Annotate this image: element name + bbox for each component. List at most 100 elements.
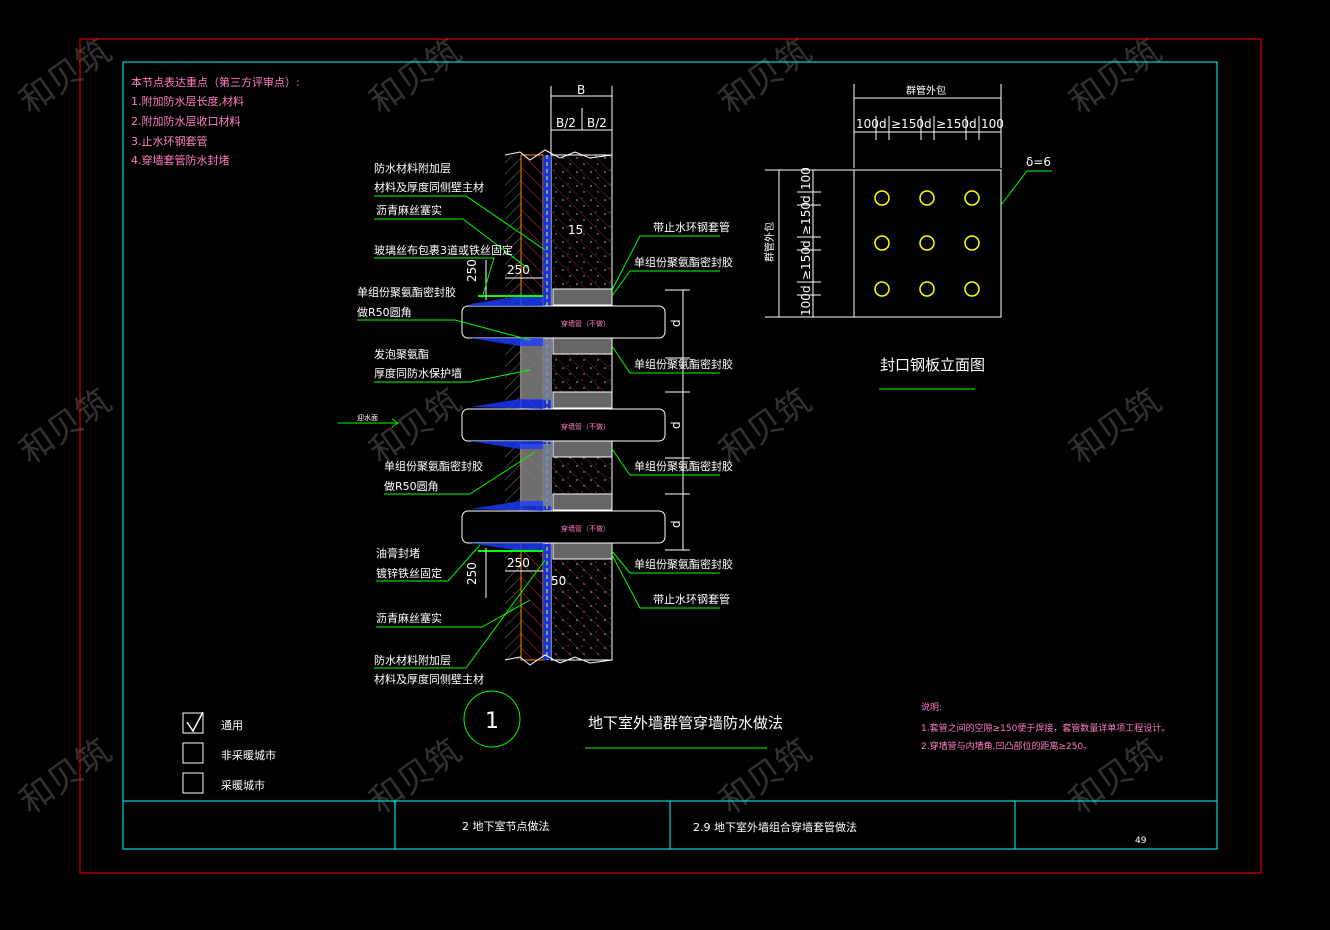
plate-dim: ≥150 — [891, 117, 924, 131]
plate-thickness: δ=6 — [1026, 155, 1051, 169]
legend-label: 通用 — [221, 719, 243, 732]
explanation-notes: 说明: 1.套管之间的空隙≥150便于焊接，套管数量详单项工程设计。 2.穿墙管… — [921, 701, 1170, 752]
plate-top-label: 群管外包 — [906, 84, 946, 97]
plate-dim: ≥150 — [936, 117, 969, 131]
callout-text: 做R50圆角 — [384, 479, 439, 493]
through-pipe — [461, 510, 666, 544]
callout-text: 做R50圆角 — [357, 305, 412, 319]
detail-title: 1 地下室外墙群管穿墙防水做法 — [463, 690, 783, 749]
plate-dim: d — [969, 117, 977, 131]
outer-frame — [79, 38, 1262, 874]
pipe-label: 穿墙管（不做） — [561, 524, 610, 533]
callout-text: 防水材料附加层 — [374, 161, 451, 175]
callout-text: 厚度同防水保护墙 — [374, 366, 462, 380]
callout-text: 发泡聚氨酯 — [374, 347, 429, 361]
callout-text: 带止水环钢套管 — [653, 592, 730, 606]
checkbox-general[interactable] — [182, 712, 204, 734]
explanation-heading: 说明: — [921, 701, 942, 713]
dim-d: d — [669, 421, 683, 429]
detail-number-circle — [463, 690, 521, 748]
detail-title-text: 地下室外墙群管穿墙防水做法 — [588, 714, 783, 732]
dim-250-vertical-top: 250 — [465, 259, 479, 282]
left-callouts: 防水材料附加层 材料及厚度同侧壁主材 沥青麻丝塞实 玻璃丝布包裹3道或铁丝固定 … — [357, 161, 546, 686]
dim-15: 15 — [568, 223, 583, 237]
callout-text: 单组份聚氨酯密封胶 — [634, 557, 733, 571]
watermark: 和贝筑 — [1062, 31, 1168, 122]
plate-title: 封口钢板立面图 — [880, 356, 985, 374]
outside-face-label: 迎水面 — [357, 413, 378, 422]
dim-b-half-left: B/2 — [556, 116, 576, 130]
pipe-label: 穿墙管（不做） — [561, 422, 610, 431]
check-icon — [186, 711, 204, 733]
note-item: 3.止水环钢套管 — [131, 134, 208, 148]
callout-text: 单组份聚氨酯密封胶 — [384, 459, 483, 473]
plate-dim: ≥150 — [799, 247, 813, 280]
pipe-holes — [874, 190, 980, 297]
checkbox-heating[interactable] — [182, 772, 204, 794]
callout-text: 镀锌铁丝固定 — [376, 566, 442, 580]
callout-text: 单组份聚氨酯密封胶 — [357, 285, 456, 299]
callout-text: 沥青麻丝塞实 — [376, 203, 442, 217]
legend-label: 采暖城市 — [221, 778, 265, 792]
title-block: 2 地下室节点做法 2.9 地下室外墙组合穿墙套管做法 49 — [123, 800, 1217, 849]
wall-section-detail: B B/2 B/2 穿墙管（不做） 穿墙管（不做） 穿墙管（不做） — [338, 83, 690, 666]
dim-250-horizontal-bottom: 250 — [507, 556, 530, 570]
plate-dim: d — [799, 285, 813, 293]
through-pipe — [461, 408, 666, 442]
watermark: 和贝筑 — [712, 731, 818, 822]
callout-text: 防水材料附加层 — [374, 653, 451, 667]
plate-dim: 100 — [981, 117, 1004, 131]
callout-text: 单组份聚氨酯密封胶 — [634, 459, 733, 473]
dim-50: 50 — [551, 574, 566, 588]
note-item: 4.穿墙套管防水封堵 — [131, 153, 230, 167]
explanation-item: 2.穿墙管与内墙角,凹凸部位的距离≥250。 — [921, 740, 1092, 752]
dim-d: d — [669, 520, 683, 528]
plate-side-label: 群管外包 — [763, 222, 776, 262]
dim-d: d — [669, 319, 683, 327]
note-item: 1.附加防水层长度,材料 — [131, 94, 244, 108]
right-callouts: 带止水环钢套管 单组份聚氨酯密封胶 单组份聚氨酯密封胶 单组份聚氨酯密封胶 单组… — [611, 220, 733, 609]
callout-text: 沥青麻丝塞实 — [376, 611, 442, 625]
explanation-item: 1.套管之间的空隙≥150便于焊接，套管数量详单项工程设计。 — [921, 722, 1170, 734]
steel-plate-elevation: 群管外包 100 d ≥150 d ≥150 d 100 群管外包 100 d … — [763, 84, 1052, 390]
dim-250-vertical-bottom: 250 — [465, 562, 479, 585]
plate-dim: 100 — [799, 167, 813, 190]
section-title: 2.9 地下室外墙组合穿墙套管做法 — [693, 820, 857, 834]
pipe-label: 穿墙管（不做） — [561, 319, 610, 328]
page-number: 49 — [1135, 836, 1147, 846]
chapter-title: 2 地下室节点做法 — [462, 819, 550, 833]
checkbox-non-heating[interactable] — [182, 742, 204, 764]
dim-b-half-right: B/2 — [587, 116, 607, 130]
callout-text: 带止水环钢套管 — [653, 220, 730, 234]
plate-dim: 100 — [856, 117, 879, 131]
plate-dim: d — [879, 117, 887, 131]
callout-text: 材料及厚度同侧壁主材 — [374, 180, 484, 194]
callout-text: 材料及厚度同侧壁主材 — [374, 672, 484, 686]
plate-dim: d — [799, 240, 813, 248]
watermark: 和贝筑 — [712, 381, 818, 472]
dim-b: B — [577, 83, 585, 97]
steel-plate — [853, 169, 1002, 318]
dim-250-horizontal-top: 250 — [507, 263, 530, 277]
plate-dim: 100 — [799, 293, 813, 316]
watermark: 和贝筑 — [362, 731, 468, 822]
watermark: 和贝筑 — [12, 731, 118, 822]
callout-text: 单组份聚氨酯密封胶 — [634, 357, 733, 371]
watermark: 和贝筑 — [362, 381, 468, 472]
watermark: 和贝筑 — [712, 31, 818, 122]
city-legend: 通用 非采暖城市 采暖城市 — [182, 711, 276, 794]
legend-label: 非采暖城市 — [221, 748, 276, 762]
callout-text: 单组份聚氨酯密封胶 — [634, 255, 733, 269]
callout-text: 玻璃丝布包裹3道或铁丝固定 — [374, 243, 513, 257]
notes-heading: 本节点表达重点（第三方评审点）: — [131, 75, 300, 89]
key-points-notes: 本节点表达重点（第三方评审点）: 1.附加防水层长度,材料 2.附加防水层收口材… — [131, 75, 300, 167]
watermark: 和贝筑 — [12, 381, 118, 472]
plate-dim: d — [799, 195, 813, 203]
watermark: 和贝筑 — [362, 31, 468, 122]
detail-number: 1 — [485, 709, 499, 734]
callout-text: 油膏封堵 — [376, 546, 420, 560]
watermark: 和贝筑 — [12, 31, 118, 122]
note-item: 2.附加防水层收口材料 — [131, 114, 241, 128]
watermark: 和贝筑 — [1062, 381, 1168, 472]
